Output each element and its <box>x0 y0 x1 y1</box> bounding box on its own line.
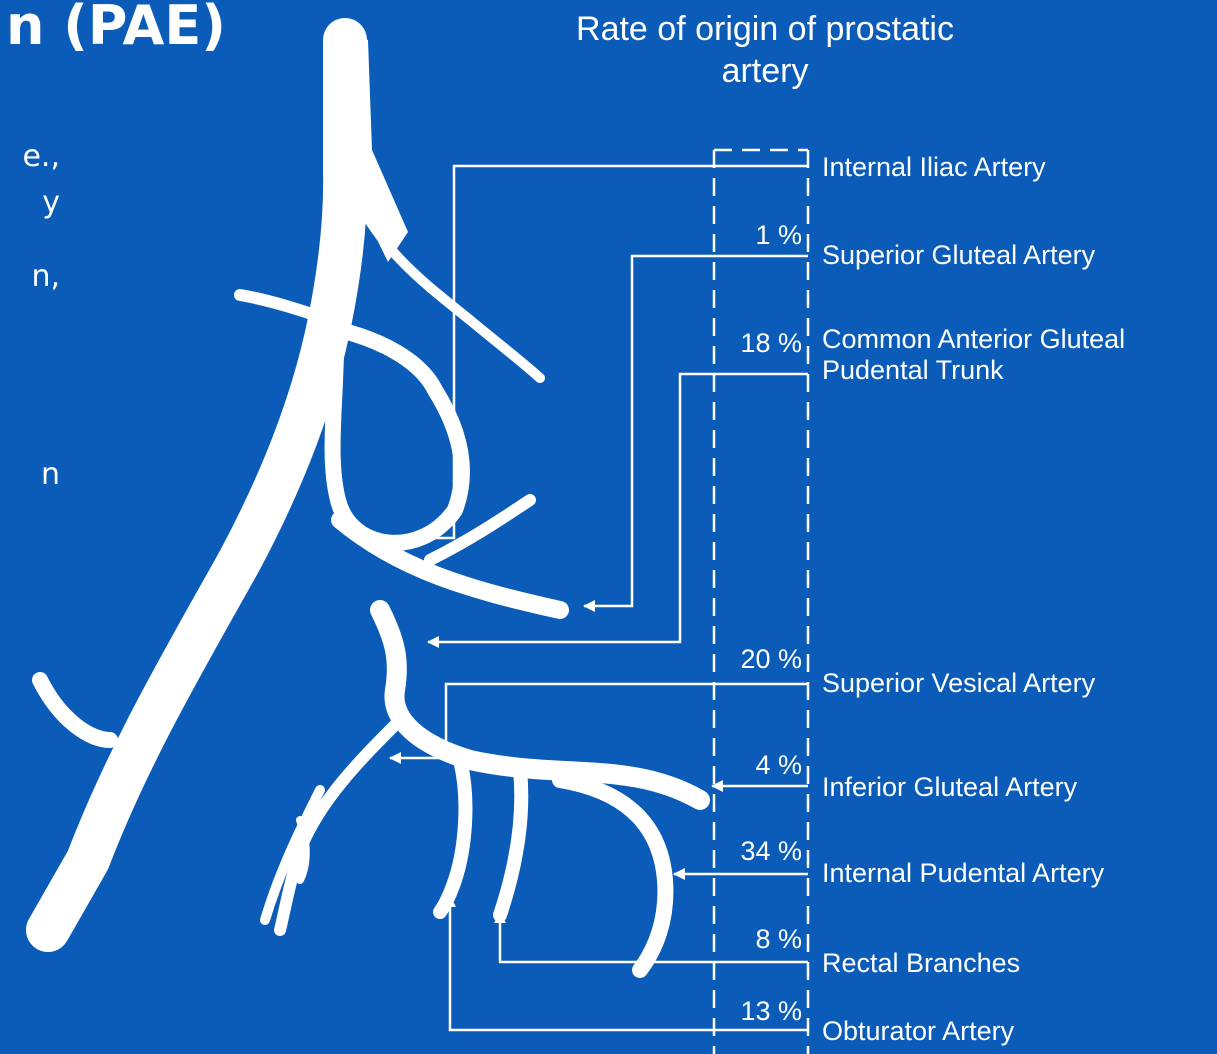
rate-rectal-branches: 8 % <box>704 926 802 953</box>
rate-superior-gluteal: 1 % <box>704 222 802 249</box>
rate-common-trunk: 18 % <box>704 330 802 357</box>
label-internal-pudental-artery: Internal Pudental Artery <box>822 858 1104 889</box>
connector-common-trunk <box>428 374 808 642</box>
label-obturator-artery: Obturator Artery <box>822 1016 1014 1047</box>
label-internal-iliac-artery: Internal Iliac Artery <box>822 152 1046 183</box>
rate-column-frame <box>714 150 808 1054</box>
connector-superior-gluteal <box>584 256 808 606</box>
label-common-anterior-gluteal-pudental-trunk: Common Anterior Gluteal Pudental Trunk <box>822 324 1214 386</box>
label-inferior-gluteal-artery: Inferior Gluteal Artery <box>822 772 1077 803</box>
rate-superior-vesical: 20 % <box>704 646 802 673</box>
rate-obturator: 13 % <box>704 998 802 1025</box>
rate-inferior-gluteal: 4 % <box>704 752 802 779</box>
rate-internal-pudental: 34 % <box>704 838 802 865</box>
artery-tree-illustration <box>40 30 700 970</box>
label-superior-vesical-artery: Superior Vesical Artery <box>822 668 1095 699</box>
label-rectal-branches: Rectal Branches <box>822 948 1020 979</box>
label-superior-gluteal-artery: Superior Gluteal Artery <box>822 240 1095 271</box>
diagram-heading: Rate of origin of prostatic artery <box>560 8 970 92</box>
